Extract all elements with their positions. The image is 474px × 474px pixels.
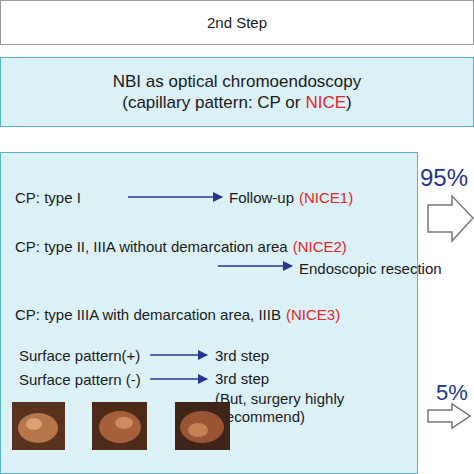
node-text: 2nd Step — [207, 14, 267, 32]
percentage-label: 5% — [436, 380, 468, 406]
node-text: Follow-up — [229, 189, 294, 207]
node-text: 3rd step — [215, 347, 269, 365]
text-row: 3rd step — [215, 347, 269, 365]
text-row: Surface pattern (-) — [19, 371, 141, 389]
node-text: Endoscopic resection — [299, 260, 442, 278]
classification-box: CP: type I Follow-up (NICE1) CP: type II, I… — [0, 152, 418, 474]
text-row: CP: type I — [15, 189, 81, 207]
node-text: (capillary pattern: CP or — [122, 92, 300, 113]
node-text: NBI as optical chromoendoscopy — [113, 71, 362, 92]
node-text: Surface pattern(+) — [19, 347, 140, 365]
node-text: (But, surgery highly Recommend) — [215, 390, 365, 426]
text-row: 3rd step — [215, 370, 269, 388]
node-text: (NICE3) — [286, 306, 340, 324]
text-row: Endoscopic resection — [299, 260, 442, 278]
node-text: 3rd step — [215, 370, 269, 388]
text-row: CP: type II, IIIA without demarcation ar… — [15, 238, 347, 256]
text-row: Follow-up (NICE1) — [229, 189, 353, 207]
node-text: ) — [346, 92, 352, 113]
node-text: (NICE1) — [299, 189, 353, 207]
node-text: (NICE2) — [293, 238, 347, 256]
node-text: Surface pattern (-) — [19, 371, 141, 389]
text-row: (But, surgery highly Recommend) — [215, 390, 365, 426]
node-text: CP: type II, IIIA without demarcation ar… — [15, 238, 288, 256]
text-row: CP: type IIIA with demarcation area, III… — [15, 306, 340, 324]
node-text: NICE — [305, 92, 346, 113]
text-line: NBI as optical chromoendoscopy — [113, 71, 362, 92]
node-text: CP: type I — [15, 189, 81, 207]
text-line: (capillary pattern: CP orNICE) — [122, 92, 352, 113]
text-row: Surface pattern(+) — [19, 347, 140, 365]
node-text: CP: type IIIA with demarcation area, III… — [15, 306, 281, 324]
outline-arrow — [428, 404, 470, 428]
method-box: NBI as optical chromoendoscopy(capillary… — [0, 57, 474, 127]
percentage-label: 95% — [420, 164, 468, 192]
outline-arrow — [428, 196, 473, 241]
step-header-box: 2nd Step — [0, 0, 474, 45]
